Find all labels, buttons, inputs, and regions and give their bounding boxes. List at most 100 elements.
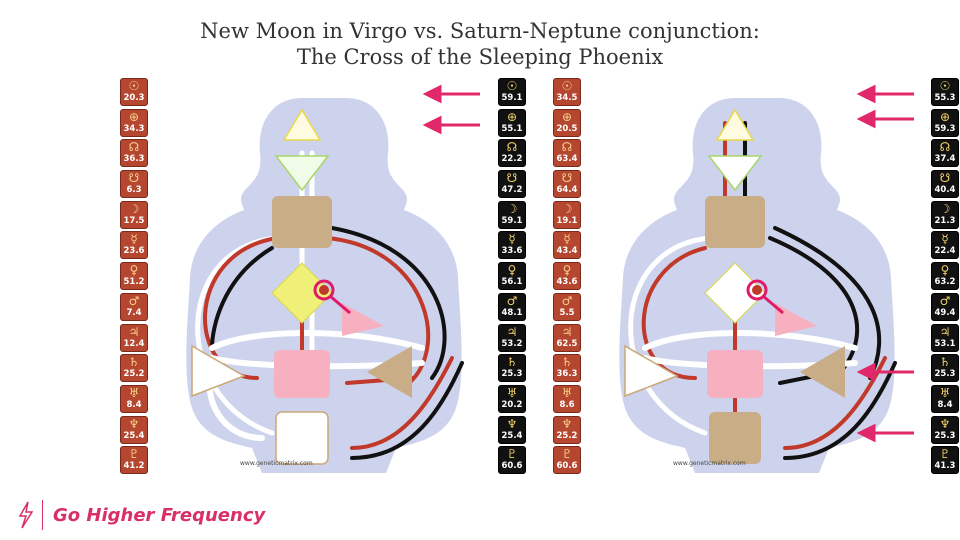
pluto-icon: ♇	[939, 447, 951, 462]
saturn-icon: ♄	[939, 355, 951, 370]
activation-value: 64.4	[556, 185, 578, 196]
saturn-activation: ♄25.3	[931, 354, 959, 383]
activation-value: 25.3	[934, 369, 956, 380]
activation-value: 23.6	[123, 246, 145, 257]
moon-activation: ☽59.1	[498, 200, 526, 229]
venus-activation: ♀63.2	[931, 262, 959, 291]
uranus-activation: ♅20.2	[498, 384, 526, 413]
activation-value: 25.3	[501, 369, 523, 380]
jupiter-activation: ♃12.4	[120, 323, 148, 352]
activation-value: 47.2	[501, 185, 523, 196]
sun-icon: ☉	[506, 79, 518, 93]
mercury-activation: ☿33.6	[498, 231, 526, 260]
design-column: ☉34.5⊕20.5☊63.4☋64.4☽19.1☿43.4♀43.6♂5.5♃…	[553, 78, 583, 477]
watermark: www.geneticmatrix.com	[673, 460, 746, 467]
activation-value: 22.2	[501, 154, 523, 165]
activation-value: 59.3	[934, 123, 956, 134]
earth-activation: ⊕55.1	[498, 108, 526, 137]
saturn-activation: ♄25.2	[120, 354, 148, 383]
spleen-center	[624, 344, 679, 398]
north-node-activation: ☊36.3	[120, 139, 148, 168]
jupiter-icon: ♃	[939, 324, 951, 339]
south-node-activation: ☋40.4	[931, 170, 959, 199]
watermark: www.geneticmatrix.com	[240, 460, 313, 467]
root-center	[709, 412, 761, 464]
mercury-icon: ☿	[941, 232, 949, 247]
saturn-icon: ♄	[128, 355, 140, 370]
brand-divider	[42, 500, 43, 530]
pluto-activation: ♇41.3	[931, 446, 959, 475]
mars-icon: ♂	[128, 293, 140, 308]
south-node-activation: ☋47.2	[498, 170, 526, 199]
activation-value: 48.1	[501, 307, 523, 318]
ego-center	[775, 303, 817, 336]
activation-value: 25.4	[123, 430, 145, 441]
activation-value: 21.3	[934, 215, 956, 226]
bodygraph-chart-saturn-neptune: ☉34.5⊕20.5☊63.4☋64.4☽19.1☿43.4♀43.6♂5.5♃…	[553, 78, 960, 478]
page-title-line2: The Cross of the Sleeping Phoenix	[296, 45, 664, 69]
moon-icon: ☽	[506, 201, 518, 216]
brand-name: Go Higher Frequency	[53, 504, 266, 526]
saturn-icon: ♄	[506, 355, 518, 370]
saturn-activation: ♄25.3	[498, 354, 526, 383]
north-node-activation: ☊37.4	[931, 139, 959, 168]
activation-value: 55.3	[934, 93, 956, 103]
mercury-activation: ☿22.4	[931, 231, 959, 260]
activation-value: 59.1	[501, 215, 523, 226]
mars-icon: ♂	[506, 293, 518, 308]
uranus-activation: ♅8.4	[931, 384, 959, 413]
pink-arrows-right-chart-top	[856, 84, 914, 129]
activation-value: 25.2	[123, 369, 145, 380]
mercury-icon: ☿	[563, 232, 571, 247]
earth-icon: ⊕	[506, 109, 518, 124]
activation-value: 5.5	[559, 307, 575, 318]
activation-value: 56.1	[501, 277, 523, 288]
highlight-ring	[313, 279, 335, 301]
south-node-icon: ☋	[939, 171, 951, 186]
uranus-icon: ♅	[128, 385, 140, 400]
pink-arrows-left-chart	[422, 84, 480, 135]
activation-value: 60.6	[501, 461, 523, 472]
activation-value: 33.6	[501, 246, 523, 257]
activation-value: 41.2	[123, 461, 145, 472]
south-node-activation: ☋6.3	[120, 170, 148, 199]
sun-activation: ☉34.5	[553, 78, 581, 106]
neptune-icon: ♆	[506, 416, 518, 431]
sun-activation: ☉59.1	[498, 78, 526, 106]
activation-value: 25.3	[934, 430, 956, 441]
page-title-line1: New Moon in Virgo vs. Saturn-Neptune con…	[200, 19, 760, 43]
earth-activation: ⊕34.3	[120, 108, 148, 137]
jupiter-icon: ♃	[561, 324, 573, 339]
north-node-icon: ☊	[939, 140, 951, 155]
sun-activation: ☉20.3	[120, 78, 148, 106]
activation-value: 8.4	[937, 399, 953, 410]
saturn-icon: ♄	[561, 355, 573, 370]
mars-icon: ♂	[939, 293, 951, 308]
throat-center	[272, 196, 332, 248]
spleen-center	[191, 344, 246, 398]
pluto-icon: ♇	[561, 447, 573, 462]
venus-icon: ♀	[562, 263, 572, 278]
mercury-icon: ☿	[508, 232, 516, 247]
uranus-icon: ♅	[506, 385, 518, 400]
activation-value: 25.4	[501, 430, 523, 441]
sun-icon: ☉	[939, 79, 951, 93]
moon-activation: ☽19.1	[553, 200, 581, 229]
g-center	[704, 262, 766, 324]
activation-value: 51.2	[123, 277, 145, 288]
south-node-activation: ☋64.4	[553, 170, 581, 199]
mars-activation: ♂7.4	[120, 292, 148, 321]
activation-value: 20.5	[556, 123, 578, 134]
venus-icon: ♀	[507, 263, 517, 278]
pluto-icon: ♇	[128, 447, 140, 462]
neptune-activation: ♆25.4	[120, 415, 148, 444]
moon-activation: ☽17.5	[120, 200, 148, 229]
mars-activation: ♂48.1	[498, 292, 526, 321]
jupiter-activation: ♃53.1	[931, 323, 959, 352]
jupiter-activation: ♃62.5	[553, 323, 581, 352]
jupiter-icon: ♃	[506, 324, 518, 339]
activation-value: 12.4	[123, 338, 145, 349]
jupiter-icon: ♃	[128, 324, 140, 339]
activation-value: 55.1	[501, 123, 523, 134]
activation-value: 53.1	[934, 338, 956, 349]
